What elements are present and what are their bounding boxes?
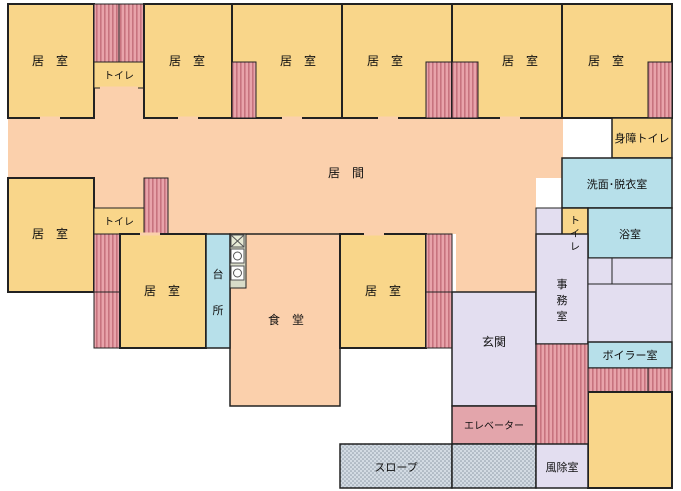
- boiler-room: [587, 341, 673, 369]
- living-area: [8, 118, 563, 178]
- service-block: [587, 257, 673, 285]
- office: [535, 233, 589, 345]
- storage-room: [587, 391, 673, 489]
- living-area-lower: [166, 178, 536, 234]
- office-label: 務: [557, 293, 568, 307]
- living-to-entrance: [456, 234, 536, 292]
- room-label: 居 室: [144, 283, 180, 298]
- closet: [647, 61, 673, 119]
- side-toilet-label: イ: [570, 229, 580, 240]
- toilet-middle: [93, 207, 145, 235]
- room-label: 居 室: [169, 53, 205, 68]
- room-label: 居 室: [32, 226, 68, 241]
- kitchen-label: 所: [213, 304, 224, 317]
- room-label: 居 室: [365, 283, 401, 298]
- toilet-label: トイレ: [104, 71, 134, 82]
- kitchen: [205, 233, 231, 349]
- closet: [587, 367, 649, 393]
- closet: [93, 233, 121, 293]
- wash-room: [561, 157, 673, 209]
- closet: [425, 233, 453, 293]
- closet: [647, 367, 673, 393]
- service-block: [587, 283, 673, 343]
- dining-room: [229, 233, 341, 407]
- room-label: 居 室: [280, 53, 316, 68]
- kitchen-label: 台: [213, 267, 224, 281]
- slope: [339, 443, 453, 489]
- windbreak-room: [535, 443, 589, 489]
- slope-label: スロープ: [374, 461, 417, 474]
- boiler-label: ボイラー室: [603, 348, 658, 362]
- elevator-label: エレベーター: [464, 420, 524, 432]
- toilet-passage-upper: [94, 88, 144, 118]
- closet: [143, 177, 169, 235]
- dining-label: 食 堂: [268, 312, 304, 327]
- room-lower-1: [119, 233, 207, 349]
- toilet-label: トイレ: [104, 217, 134, 228]
- closet: [425, 61, 453, 119]
- room-label: 居 室: [367, 53, 403, 68]
- closet: [451, 61, 479, 119]
- toilet-passage-lower: [94, 178, 144, 208]
- closet: [535, 343, 589, 445]
- office-label: 室: [557, 309, 568, 323]
- room-label: 居 室: [502, 53, 538, 68]
- closet: [93, 291, 121, 349]
- windbreak-label: 風除室: [546, 460, 579, 474]
- closet: [425, 291, 453, 349]
- room-left-middle: [7, 177, 95, 293]
- room-label: 居 室: [588, 53, 624, 68]
- entrance-label: 玄関: [482, 334, 506, 349]
- side-toilet-label: レ: [570, 242, 580, 253]
- side-toilet-label: ト: [570, 216, 580, 227]
- office-label: 事: [557, 278, 568, 291]
- elevator: [451, 405, 537, 445]
- service-corner: [535, 207, 563, 235]
- room-label: 居 室: [32, 53, 68, 68]
- entrance: [451, 291, 537, 407]
- room-top-1: [7, 3, 95, 119]
- bath-label: 浴室: [619, 227, 641, 241]
- living-label: 居 間: [328, 166, 364, 180]
- wash-room-label: 洗面･脱衣室: [587, 177, 648, 191]
- accessible-toilet-label: 身障トイレ: [615, 131, 670, 145]
- slope-2: [451, 443, 537, 489]
- closet: [231, 61, 257, 119]
- accessible-toilet: [611, 117, 673, 159]
